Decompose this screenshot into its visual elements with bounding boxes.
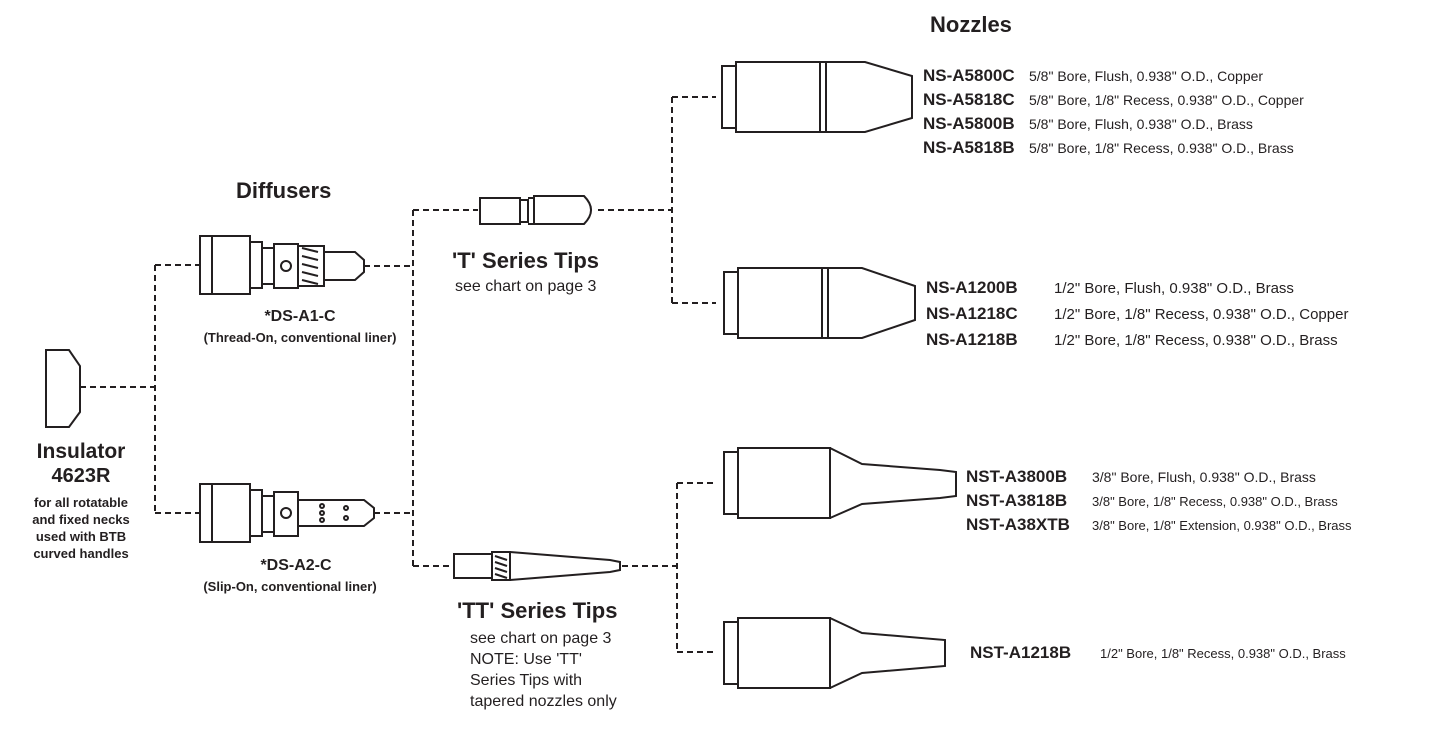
insulator-note: for all rotatable and fixed necks used w… bbox=[6, 494, 156, 562]
nozzle-part-number: NST-A38XTB bbox=[966, 515, 1070, 534]
insulator-label: Insulator bbox=[36, 440, 126, 463]
insulator-note-line: used with BTB bbox=[35, 529, 127, 544]
nozzle-description: 5/8" Bore, Flush, 0.938" O.D., Copper bbox=[1029, 68, 1264, 84]
nozzle-part-number: NS-A5818C bbox=[923, 90, 1015, 109]
insulator-note-line: curved handles bbox=[33, 546, 129, 561]
nozzle-list-item: NS-A5818C 5/8" Bore, 1/8" Recess, 0.938" … bbox=[923, 90, 1304, 110]
diffuser-slip-on-part bbox=[199, 483, 375, 543]
nozzle-list-item: NST-A3818B 3/8" Bore, 1/8" Recess, 0.938"… bbox=[966, 491, 1338, 511]
tt-series-tip-part bbox=[453, 551, 621, 581]
nozzle-description: 5/8" Bore, 1/8" Recess, 0.938" O.D., Cop… bbox=[1029, 92, 1304, 108]
nozzles-heading: Nozzles bbox=[930, 12, 1012, 37]
t-series-tip-part bbox=[479, 195, 592, 225]
nozzle-description: 1/2" Bore, 1/8" Recess, 0.938" O.D., Bra… bbox=[1100, 646, 1346, 661]
nozzle-list-item: NST-A1218B 1/2" Bore, 1/8" Recess, 0.938"… bbox=[970, 643, 1346, 663]
nozzle-12-tapered-part bbox=[723, 617, 946, 689]
t-series-tips-note: see chart on page 3 bbox=[455, 278, 597, 295]
nozzle-58-part bbox=[721, 61, 913, 133]
nozzle-list-item: NS-A1200B 1/2" Bore, Flush, 0.938" O.D., … bbox=[926, 278, 1294, 298]
tt-series-tips-title: 'TT' Series Tips bbox=[457, 598, 618, 623]
insulator-part-number: 4623R bbox=[51, 465, 111, 487]
insulator-note-line: and fixed necks bbox=[32, 512, 130, 527]
nozzle-list-item: NST-A38XTB 3/8" Bore, 1/8" Extension, 0.9… bbox=[966, 515, 1352, 535]
nozzle-list-item: NST-A3800B 3/8" Bore, Flush, 0.938" O.D.,… bbox=[966, 467, 1316, 487]
insulator-note-line: for all rotatable bbox=[34, 495, 128, 510]
nozzle-description: 1/2" Bore, Flush, 0.938" O.D., Brass bbox=[1054, 280, 1294, 297]
nozzle-description: 1/2" Bore, 1/8" Recess, 0.938" O.D., Bra… bbox=[1054, 332, 1338, 349]
nozzle-part-number: NST-A3818B bbox=[966, 491, 1068, 510]
diffusers-heading: Diffusers bbox=[236, 178, 332, 203]
nozzle-part-number: NS-A1218C bbox=[926, 304, 1018, 323]
nozzle-38-tapered-part bbox=[723, 447, 957, 519]
nozzle-12-part bbox=[723, 267, 916, 339]
connector-lines bbox=[80, 96, 716, 653]
nozzle-part-number: NST-A1218B bbox=[970, 643, 1072, 662]
nozzle-description: 3/8" Bore, Flush, 0.938" O.D., Brass bbox=[1092, 469, 1316, 485]
tt-note-line: NOTE: Use 'TT' bbox=[470, 651, 582, 668]
nozzle-description: 1/2" Bore, 1/8" Recess, 0.938" O.D., Cop… bbox=[1054, 306, 1349, 323]
nozzle-list-item: NS-A5800B 5/8" Bore, Flush, 0.938" O.D., … bbox=[923, 114, 1253, 134]
nozzle-description: 5/8" Bore, Flush, 0.938" O.D., Brass bbox=[1029, 116, 1253, 132]
tt-note-line: see chart on page 3 bbox=[470, 630, 612, 647]
nozzle-part-number: NS-A5800C bbox=[923, 66, 1015, 85]
diffuser-1-part-number: *DS-A1-C bbox=[264, 308, 336, 325]
nozzle-part-number: NS-A5800B bbox=[923, 114, 1015, 133]
tt-note-line: Series Tips with bbox=[470, 672, 583, 689]
nozzle-part-number: NS-A1218B bbox=[926, 330, 1018, 349]
tt-note-line: tapered nozzles only bbox=[470, 693, 617, 710]
diffuser-1-description: (Thread-On, conventional liner) bbox=[203, 330, 397, 345]
nozzle-list-item: NS-A5818B 5/8" Bore, 1/8" Recess, 0.938" … bbox=[923, 138, 1294, 158]
diffuser-2-description: (Slip-On, conventional liner) bbox=[203, 579, 377, 594]
nozzle-list-item: NS-A5800C 5/8" Bore, Flush, 0.938" O.D., … bbox=[923, 66, 1263, 86]
t-series-tips-title: 'T' Series Tips bbox=[452, 248, 600, 273]
nozzle-list-item: NS-A1218C 1/2" Bore, 1/8" Recess, 0.938" … bbox=[926, 304, 1348, 324]
nozzle-part-number: NS-A1200B bbox=[926, 278, 1018, 297]
nozzle-part-number: NST-A3800B bbox=[966, 467, 1068, 486]
insulator-part bbox=[45, 349, 81, 428]
diffuser-2-part-number: *DS-A2-C bbox=[260, 557, 332, 574]
tt-series-tips-note: see chart on page 3 NOTE: Use 'TT' Serie… bbox=[470, 628, 617, 712]
nozzle-description: 3/8" Bore, 1/8" Recess, 0.938" O.D., Bra… bbox=[1092, 494, 1338, 509]
nozzle-part-number: NS-A5818B bbox=[923, 138, 1015, 157]
diffuser-thread-on-part bbox=[199, 235, 365, 295]
nozzle-description: 5/8" Bore, 1/8" Recess, 0.938" O.D., Bra… bbox=[1029, 140, 1294, 156]
nozzle-list-item: NS-A1218B 1/2" Bore, 1/8" Recess, 0.938" … bbox=[926, 330, 1338, 350]
nozzle-description: 3/8" Bore, 1/8" Extension, 0.938" O.D., … bbox=[1092, 518, 1352, 533]
